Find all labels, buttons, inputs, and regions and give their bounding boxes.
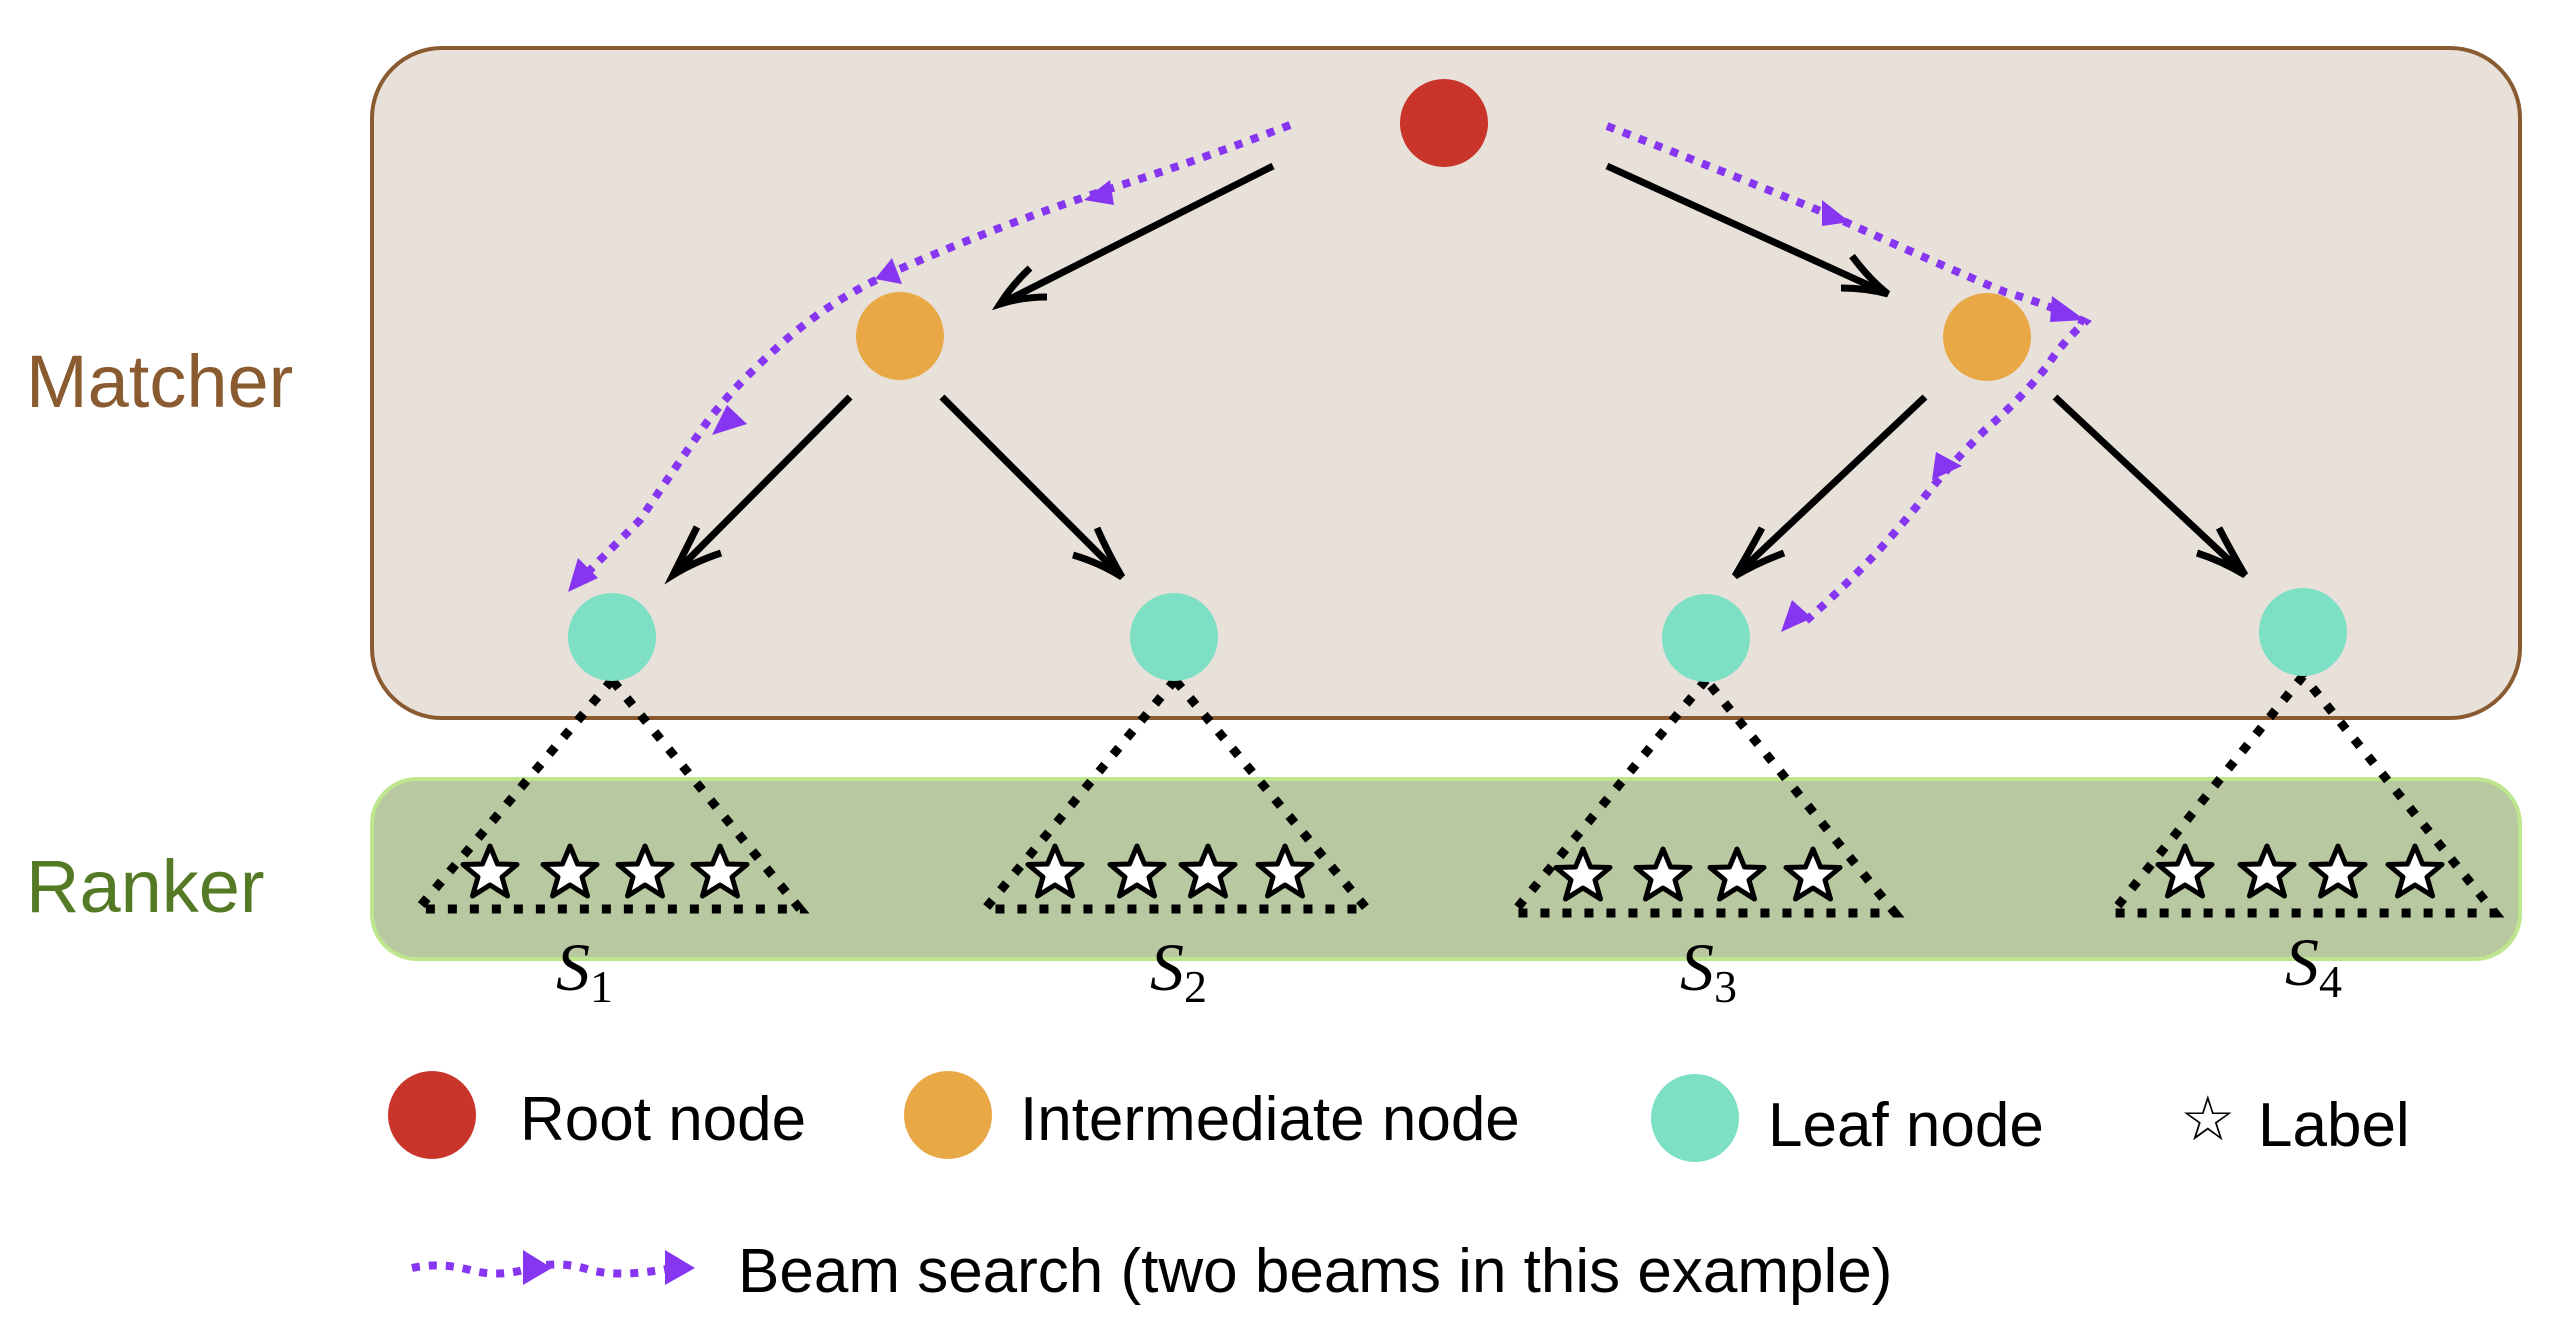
ranker-label: Ranker (26, 845, 265, 928)
beam-legend-arrowhead-icon (523, 1250, 552, 1285)
legend-label-leaf: Leaf node (1768, 1091, 2044, 1160)
intermediate-node-icon (904, 1071, 992, 1159)
beam-arrowhead-icon (1932, 452, 1962, 480)
legend-label-star: Label (2258, 1091, 2410, 1160)
leaf-node-4 (2259, 588, 2347, 676)
legend-label-root: Root node (520, 1085, 806, 1154)
subtree-triangle-4 (2102, 668, 2505, 918)
ranker-panel (370, 777, 2522, 961)
legend-item-root: Root node (388, 1071, 806, 1159)
arrowhead-icon (1731, 526, 1786, 580)
beam-arrowhead-icon (2050, 296, 2085, 322)
root-node-icon (388, 1071, 476, 1159)
legend-item-beam: Beam search (two beams in this example) (411, 1237, 1892, 1306)
tree-nodes (568, 79, 2347, 682)
set-label-4: S4 (2285, 924, 2342, 1007)
beam-arrowhead-icon (1822, 200, 1850, 226)
subtree-triangle-2 (975, 672, 1377, 914)
matcher-label: Matcher (26, 340, 293, 423)
set-label-2: S2 (1150, 929, 1207, 1012)
leaf-node-1 (568, 593, 656, 681)
beam-path-left (573, 121, 1292, 587)
leaf-node-icon (1651, 1074, 1739, 1162)
edge-int-right-leaf-4 (2052, 394, 2248, 578)
beam-paths (568, 121, 2093, 632)
edge-int-left-leaf-1 (670, 394, 853, 578)
matcher-panel (370, 46, 2522, 720)
legend-label-intermediate: Intermediate node (1020, 1085, 1520, 1154)
arrowhead-icon (991, 265, 1048, 311)
legend: Root node Intermediate node Leaf node ☆ … (388, 1071, 2410, 1306)
beam-arrowhead-icon (1781, 600, 1812, 632)
beam-arrowhead-icon (712, 405, 747, 435)
star-icon: ☆ (2180, 1085, 2236, 1154)
intermediate-node-left (856, 292, 944, 380)
arrowhead-icon (1072, 526, 1126, 580)
set-labels: S1 S2 S3 S4 (556, 924, 2342, 1012)
legend-item-intermediate: Intermediate node (904, 1071, 1520, 1159)
edge-root-int-right (1605, 162, 1890, 298)
tree-edges (664, 162, 2249, 585)
beam-legend-arrowhead-icon (665, 1250, 695, 1285)
legend-item-label: ☆ Label (2180, 1085, 2410, 1160)
root-node (1400, 79, 1488, 167)
arrowhead-icon (1840, 253, 1891, 298)
beam-arrowhead-icon (568, 558, 598, 592)
edge-int-left-leaf-2 (939, 394, 1125, 580)
leaf-node-3 (1662, 594, 1750, 682)
set-label-3: S3 (1680, 929, 1737, 1012)
intermediate-node-right (1943, 293, 2031, 381)
arrowhead-icon (2195, 526, 2249, 578)
legend-label-beam: Beam search (two beams in this example) (738, 1237, 1892, 1306)
legend-item-leaf: Leaf node (1651, 1074, 2044, 1162)
edge-root-int-left (998, 162, 1275, 308)
subtree-group (408, 668, 2505, 918)
subtree-triangle-1 (408, 672, 810, 914)
leaf-node-2 (1130, 593, 1218, 681)
set-label-1: S1 (556, 929, 613, 1012)
edge-int-right-leaf-3 (1732, 394, 1928, 579)
beam-arrowhead-icon (875, 258, 902, 284)
beam-arrowhead-icon (1084, 180, 1114, 205)
arrowhead-icon (664, 525, 723, 585)
